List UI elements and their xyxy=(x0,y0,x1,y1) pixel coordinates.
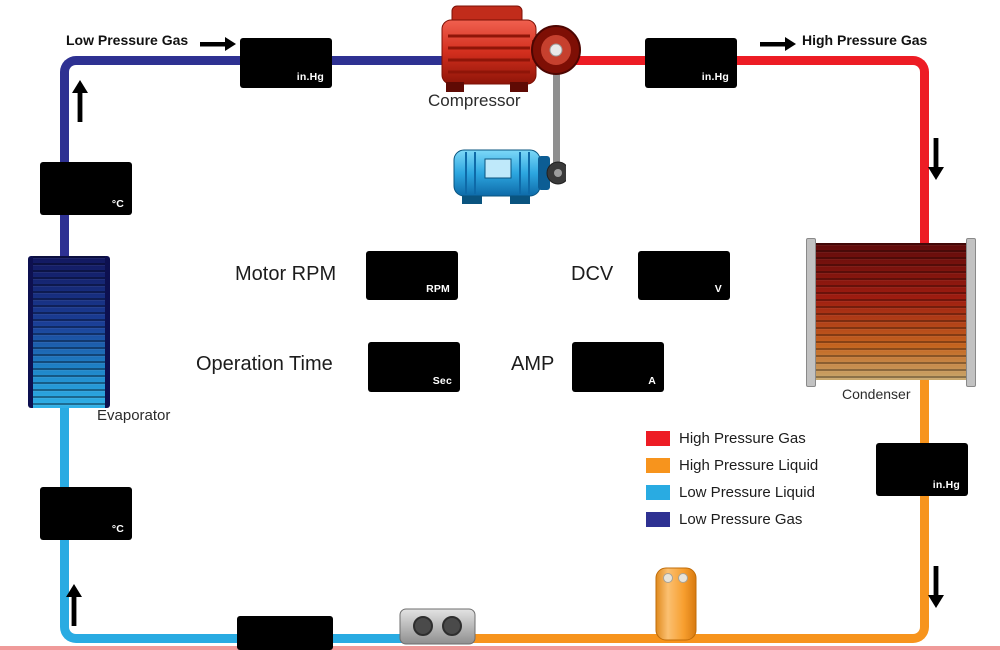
legend-item: Low Pressure Gas xyxy=(646,512,818,527)
gauge-unit: in.Hg xyxy=(932,479,960,491)
discharge-pressure-gauge: in.Hg xyxy=(645,38,737,88)
gauge-unit: in.Hg xyxy=(296,71,324,83)
high-pressure-gas-flow-label: High Pressure Gas xyxy=(802,32,928,48)
arrow-up-icon xyxy=(72,80,88,122)
legend-item: High Pressure Liquid xyxy=(646,458,818,473)
dcv-display: V xyxy=(638,251,730,300)
condenser-label: Condenser xyxy=(842,386,911,402)
gauge-unit: in.Hg xyxy=(701,71,729,83)
arrow-right-icon xyxy=(200,37,236,51)
service-port-icon xyxy=(663,573,673,583)
legend-label: Low Pressure Liquid xyxy=(679,484,815,501)
motor-graphic xyxy=(453,149,566,204)
display-unit: RPM xyxy=(426,283,450,295)
amp-display: A xyxy=(572,342,664,392)
receiver-drier xyxy=(655,567,697,641)
motor-rpm-label: Motor RPM xyxy=(235,263,337,285)
legend-item: High Pressure Gas xyxy=(646,431,818,446)
amp-label: AMP xyxy=(511,353,555,375)
motor-nameplate xyxy=(484,158,512,179)
liquid-line-pressure-gauge: in.Hg xyxy=(876,443,968,496)
legend-swatch-low-pressure-liquid xyxy=(646,485,670,500)
sight-glass-icon xyxy=(442,616,462,636)
motor-rpm-display: RPM xyxy=(366,251,458,300)
compressor-label: Compressor xyxy=(428,91,521,110)
drive-belt xyxy=(553,50,560,174)
arrow-down-icon xyxy=(928,138,944,180)
legend-label: Low Pressure Gas xyxy=(679,511,803,528)
operation-time-label: Operation Time xyxy=(196,353,333,375)
low-pressure-gas-flow-label: Low Pressure Gas xyxy=(66,32,189,48)
legend-swatch-high-pressure-gas xyxy=(646,431,670,446)
gauge-unit: °C xyxy=(111,523,124,535)
pipe-high-pressure-gas xyxy=(570,56,929,263)
display-unit: Sec xyxy=(432,375,452,387)
legend-item: Low Pressure Liquid xyxy=(646,485,818,500)
arrow-down-icon xyxy=(928,566,944,608)
arrow-up-icon xyxy=(66,584,82,626)
arrow-right-icon xyxy=(760,37,796,51)
legend: High Pressure Gas High Pressure Liquid L… xyxy=(646,431,818,527)
evaporator-inlet-temp-gauge: °C xyxy=(40,487,132,540)
legend-label: High Pressure Liquid xyxy=(679,457,819,474)
bottom-line-gauge xyxy=(237,616,333,650)
evaporator-coil xyxy=(28,256,110,408)
display-unit: V xyxy=(714,283,722,295)
legend-label: High Pressure Gas xyxy=(679,430,806,447)
legend-swatch-high-pressure-liquid xyxy=(646,458,670,473)
evaporator-label: Evaporator xyxy=(97,407,171,424)
service-port-icon xyxy=(678,573,688,583)
condenser-frame-right xyxy=(966,238,976,387)
evaporator-outlet-temp-gauge: °C xyxy=(40,162,132,215)
gauge-unit: °C xyxy=(111,198,124,210)
legend-swatch-low-pressure-gas xyxy=(646,512,670,527)
condenser-coil xyxy=(806,238,976,387)
condenser-frame-left xyxy=(806,238,816,387)
sight-glass-icon xyxy=(413,616,433,636)
compressor-graphic xyxy=(441,5,581,92)
operation-time-display: Sec xyxy=(368,342,460,392)
suction-pressure-gauge: in.Hg xyxy=(240,38,332,88)
filter-drier xyxy=(399,608,476,645)
dcv-label: DCV xyxy=(571,263,614,285)
display-unit: A xyxy=(648,375,656,387)
page-edge-strip xyxy=(0,646,1000,650)
